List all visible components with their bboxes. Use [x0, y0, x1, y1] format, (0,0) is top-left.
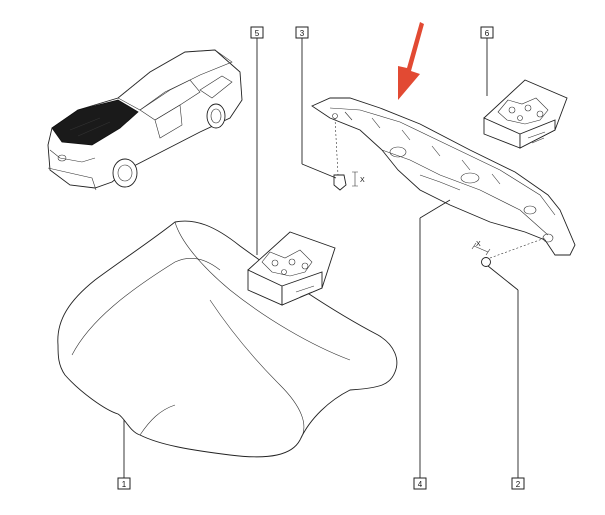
red-pointer-arrow [398, 22, 424, 100]
callout-2-label: 2 [516, 480, 521, 489]
leader-3b [301, 163, 337, 179]
screw-dimension-x: X [476, 241, 481, 248]
clip-dimension-x: X [360, 177, 365, 184]
car-overview-illustration [47, 49, 243, 191]
hood-panel [57, 220, 398, 458]
callout-6[interactable]: 6 [480, 26, 494, 39]
screw-part-2: X [471, 237, 546, 267]
callout-2[interactable]: 2 [511, 477, 525, 490]
callout-3[interactable]: 3 [295, 26, 309, 39]
callout-4-label: 4 [418, 480, 423, 489]
leader-lines [123, 38, 519, 478]
callout-1[interactable]: 1 [117, 477, 131, 490]
panel-part-4 [311, 97, 576, 256]
callout-5[interactable]: 5 [250, 26, 264, 39]
hood-highlight [51, 99, 139, 146]
callout-5-label: 5 [255, 29, 260, 38]
callout-3-label: 3 [300, 29, 305, 38]
callout-4[interactable]: 4 [413, 477, 427, 490]
leader-2b [487, 265, 519, 291]
callout-6-label: 6 [485, 29, 490, 38]
clip-kit-box-6 [483, 79, 568, 149]
leader-4b [419, 199, 451, 219]
callout-1-label: 1 [122, 480, 127, 489]
clip-part-3: X [333, 117, 365, 191]
clip-kit-box-5 [247, 231, 336, 306]
